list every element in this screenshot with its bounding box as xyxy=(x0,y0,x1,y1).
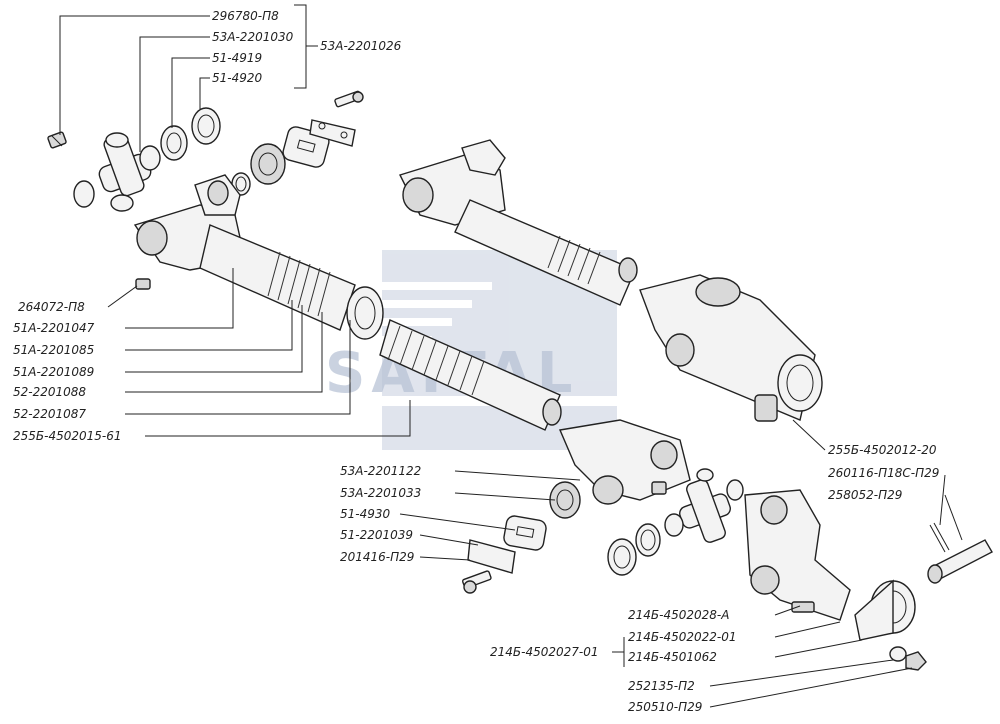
seal-pair-lower xyxy=(607,513,684,576)
label-51a-2201085: 51А-2201085 xyxy=(13,343,95,357)
lock-plate-lower xyxy=(467,539,516,574)
clamp-pin xyxy=(927,539,993,584)
cross-spider-lower xyxy=(679,468,744,543)
yoke-lower-middle xyxy=(559,419,691,505)
label-52-2201088: 52-2201088 xyxy=(13,385,87,399)
slip-yoke-lower-right xyxy=(744,489,851,621)
cross-spider-left xyxy=(73,132,161,212)
bolt-lower xyxy=(461,570,492,594)
cotter-pin xyxy=(929,522,950,553)
label-264072: 264072-П8 xyxy=(18,300,85,314)
label-258052: 258052-П29 xyxy=(828,488,903,502)
label-214b-4502027-01: 214Б-4502027-01 xyxy=(490,645,599,659)
label-260116: 260116-П18С-П29 xyxy=(828,466,940,480)
splined-tube-left xyxy=(199,224,384,340)
label-52-2201087: 52-2201087 xyxy=(13,407,87,421)
label-296780: 296780-П8 xyxy=(212,9,279,23)
label-53a-2201033: 53А-2201033 xyxy=(340,486,422,500)
label-252135: 252135-П2 xyxy=(628,679,695,693)
bearing-cap xyxy=(250,143,286,185)
leader-lines xyxy=(59,4,963,708)
label-53a-2201122: 53А-2201122 xyxy=(340,464,422,478)
label-255b-4502012-20: 255Б-4502012-20 xyxy=(828,443,937,457)
seal-ring-2 xyxy=(191,107,221,145)
label-51a-2201089: 51А-2201089 xyxy=(13,365,95,379)
label-214b-4502028-a: 214Б-4502028-А xyxy=(628,608,730,622)
label-53a-2201026: 53А-2201026 xyxy=(320,39,402,53)
cover-plate-lower xyxy=(503,515,547,551)
nut xyxy=(905,651,927,671)
splined-shaft-middle xyxy=(379,319,562,431)
label-250510: 250510-П29 xyxy=(628,700,703,714)
label-255b-4502015-61: 255Б-4502015-61 xyxy=(13,429,122,443)
yoke-shaft-upper xyxy=(399,139,638,306)
bolt-clamp xyxy=(791,601,815,613)
label-201416: 201416-П29 xyxy=(340,550,415,564)
washer xyxy=(889,646,907,662)
label-51-4930: 51-4930 xyxy=(340,507,391,521)
grease-fitting-top xyxy=(47,131,67,149)
joint-housing-right xyxy=(639,274,823,422)
grease-fitting-left xyxy=(135,278,151,290)
bolt-top xyxy=(334,90,364,108)
label-214b-4501062: 214Б-4501062 xyxy=(628,650,717,664)
label-51-2201039: 51-2201039 xyxy=(340,528,414,542)
label-53a-2201030: 53А-2201030 xyxy=(212,30,294,44)
lock-plate xyxy=(309,119,356,147)
label-51-4919: 51-4919 xyxy=(212,51,263,65)
grease-fitting-middle xyxy=(651,481,667,495)
seal-ring-1 xyxy=(160,125,188,161)
clamp-ring xyxy=(854,579,916,641)
label-51-4920: 51-4920 xyxy=(212,71,263,85)
label-214b-4502022-01: 214Б-4502022-01 xyxy=(628,630,737,644)
label-51a-2201047: 51А-2201047 xyxy=(13,321,95,335)
